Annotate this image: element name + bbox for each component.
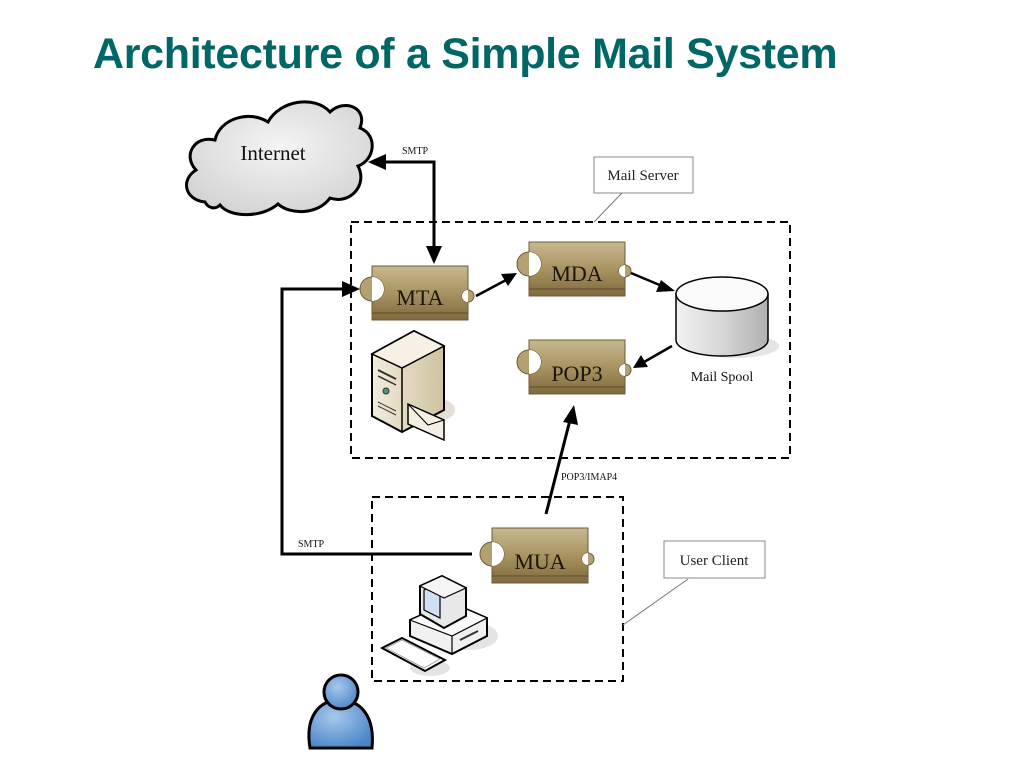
mda-label: MDA bbox=[551, 261, 602, 286]
arrow-mda bbox=[501, 273, 517, 286]
mta-component: MTA bbox=[359, 265, 475, 321]
arrow-to-internet bbox=[368, 154, 386, 170]
user-client-label: User Client bbox=[680, 553, 750, 569]
database-icon bbox=[675, 276, 769, 357]
arrow-to-mta bbox=[426, 246, 442, 264]
arrow-spool bbox=[656, 280, 675, 292]
mail-spool-label: Mail Spool bbox=[691, 370, 754, 385]
user-client-callout bbox=[663, 540, 766, 579]
cloud-icon bbox=[185, 100, 374, 217]
spool-to-pop3-link bbox=[643, 344, 673, 364]
retrieval-label: POP3/IMAP4 bbox=[561, 472, 617, 483]
arrow-pop3 bbox=[633, 355, 648, 368]
server-icon bbox=[370, 329, 455, 442]
arrow-client-to-mta bbox=[342, 281, 360, 297]
pop3-label: POP3 bbox=[551, 361, 602, 386]
mda-to-spool-link bbox=[630, 271, 663, 288]
mail-server-callout-line bbox=[593, 192, 623, 223]
internet-smtp-link bbox=[382, 160, 436, 252]
mail-server-label: Mail Server bbox=[607, 168, 678, 184]
mta-label: MTA bbox=[396, 285, 443, 310]
page-title: Architecture of a Simple Mail System bbox=[93, 30, 838, 78]
mua-component: MUA bbox=[479, 527, 595, 584]
desktop-computer-icon bbox=[379, 574, 498, 676]
internet-cloud: Internet bbox=[185, 100, 374, 217]
envelope-icon bbox=[407, 402, 445, 442]
client-smtp-link bbox=[280, 287, 472, 556]
mua-to-pop3-link bbox=[544, 419, 572, 515]
mda-component: MDA bbox=[516, 241, 632, 297]
mail-server-callout bbox=[593, 156, 694, 194]
user-client-callout-line bbox=[622, 578, 689, 626]
arrow-pop3-retrieval bbox=[563, 405, 578, 425]
internet-label: Internet bbox=[240, 141, 305, 165]
mua-label: MUA bbox=[514, 549, 565, 574]
mta-to-mda-link bbox=[475, 277, 509, 298]
user-client-boundary bbox=[371, 496, 624, 682]
client-smtp-label: SMTP bbox=[298, 539, 325, 550]
user-icon bbox=[307, 673, 374, 750]
pop3-component: POP3 bbox=[516, 339, 632, 395]
mail-spool: Mail Spool bbox=[675, 276, 779, 385]
internet-smtp-label: SMTP bbox=[402, 146, 429, 157]
